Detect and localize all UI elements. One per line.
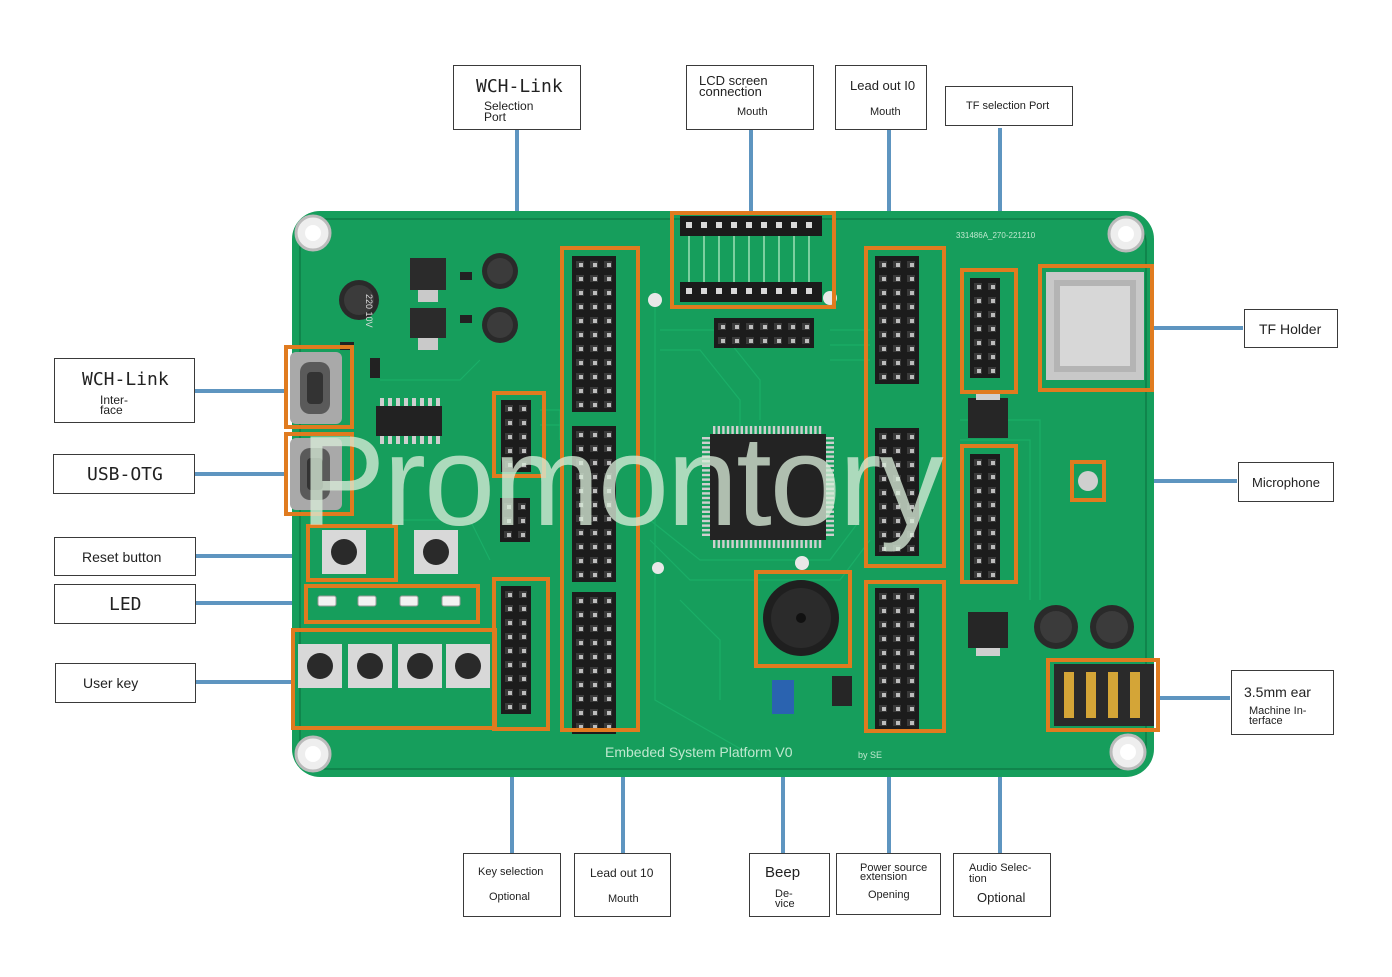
label-line: Audio Selec- <box>969 862 1032 874</box>
label-line: LED <box>109 594 142 615</box>
label-line: Mouth <box>608 893 639 905</box>
silkscreen-by: by SE <box>858 750 882 760</box>
label-line: face <box>100 403 123 417</box>
label-line: Selection <box>484 99 534 113</box>
label-line: tion <box>969 873 987 885</box>
part-number: 331486A_270-221210 <box>956 231 1036 240</box>
highlight-boxes <box>284 211 1160 733</box>
mcu-chip <box>702 426 834 548</box>
label-led: LED <box>54 584 196 624</box>
label-line: USB-OTG <box>87 464 163 485</box>
electrolytic-caps <box>1034 605 1134 649</box>
label-usb-otg: USB-OTG <box>53 454 195 494</box>
label-key-selection: Key selection Optional <box>463 853 561 917</box>
mounting-holes <box>294 214 1147 773</box>
lcd-header <box>680 216 822 302</box>
label-line: Opening <box>868 889 910 901</box>
label-line: TF Holder <box>1259 321 1322 337</box>
label-tf-selection-port: TF selection Port <box>945 86 1073 126</box>
label-wch-link-selection-port: WCH-Link Selection Port <box>453 65 581 130</box>
pin-headers <box>500 256 1000 734</box>
label-beep-device: Beep De- vice <box>749 853 830 917</box>
label-line: Machine In- <box>1249 705 1307 717</box>
label-line: Power source <box>860 862 928 874</box>
label-line: LCD screen <box>699 73 768 88</box>
label-line: WCH-Link <box>82 369 169 390</box>
label-line: Key selection <box>478 866 544 878</box>
label-lead-out-bottom: Lead out 10 Mouth <box>574 853 671 917</box>
sop-chip <box>376 398 442 444</box>
label-line: terface <box>1249 715 1283 727</box>
label-line: Beep <box>765 864 801 881</box>
label-tf-holder: TF Holder <box>1244 309 1338 348</box>
label-line: Lead out 10 <box>590 866 654 880</box>
label-lead-out-top: Lead out I0 Mouth <box>835 65 927 130</box>
label-line: Optional <box>489 891 530 903</box>
label-line: extension <box>860 871 908 883</box>
power-components: 220 10V <box>339 253 518 378</box>
label-line: Reset button <box>82 549 162 565</box>
microphone-element <box>1078 471 1098 491</box>
led-row <box>317 595 461 607</box>
label-line: Optional <box>977 890 1026 905</box>
label-user-key: User key <box>55 663 196 703</box>
label-lcd-screen-port: LCD screen connection Mouth <box>686 65 814 130</box>
usb-c-connectors <box>290 352 342 510</box>
label-reset-button: Reset button <box>54 537 196 576</box>
label-line: Microphone <box>1252 475 1320 490</box>
label-line: Mouth <box>870 106 901 118</box>
label-line: Inter- <box>100 393 129 407</box>
label-line: User key <box>83 675 139 691</box>
watermark: Promontory <box>300 410 944 553</box>
label-line: Mouth <box>737 106 768 118</box>
label-wch-link-interface: WCH-Link Inter- face <box>54 358 195 423</box>
label-line: Lead out I0 <box>850 78 916 93</box>
tf-card-holder <box>1046 272 1144 380</box>
label-audio-selection: Audio Selec- tion Optional <box>953 853 1051 917</box>
label-line: TF selection Port <box>966 100 1050 112</box>
label-microphone: Microphone <box>1238 462 1334 502</box>
audio-jack <box>1054 664 1154 726</box>
label-line: WCH-Link <box>476 76 563 97</box>
svg-text:220 10V: 220 10V <box>364 294 374 328</box>
label-earphone-interface: 3.5mm ear Machine In- terface <box>1231 670 1334 735</box>
label-line: vice <box>775 898 795 910</box>
label-line: De- <box>775 888 793 900</box>
label-power-extension: Power source extension Opening <box>836 853 941 915</box>
label-line: 3.5mm ear <box>1244 684 1311 700</box>
label-line: Port <box>484 110 507 124</box>
push-buttons <box>298 530 490 688</box>
silkscreen-title: Embeded System Platform V0 <box>605 744 793 760</box>
label-line: connection <box>699 84 762 99</box>
buzzer <box>763 580 839 656</box>
